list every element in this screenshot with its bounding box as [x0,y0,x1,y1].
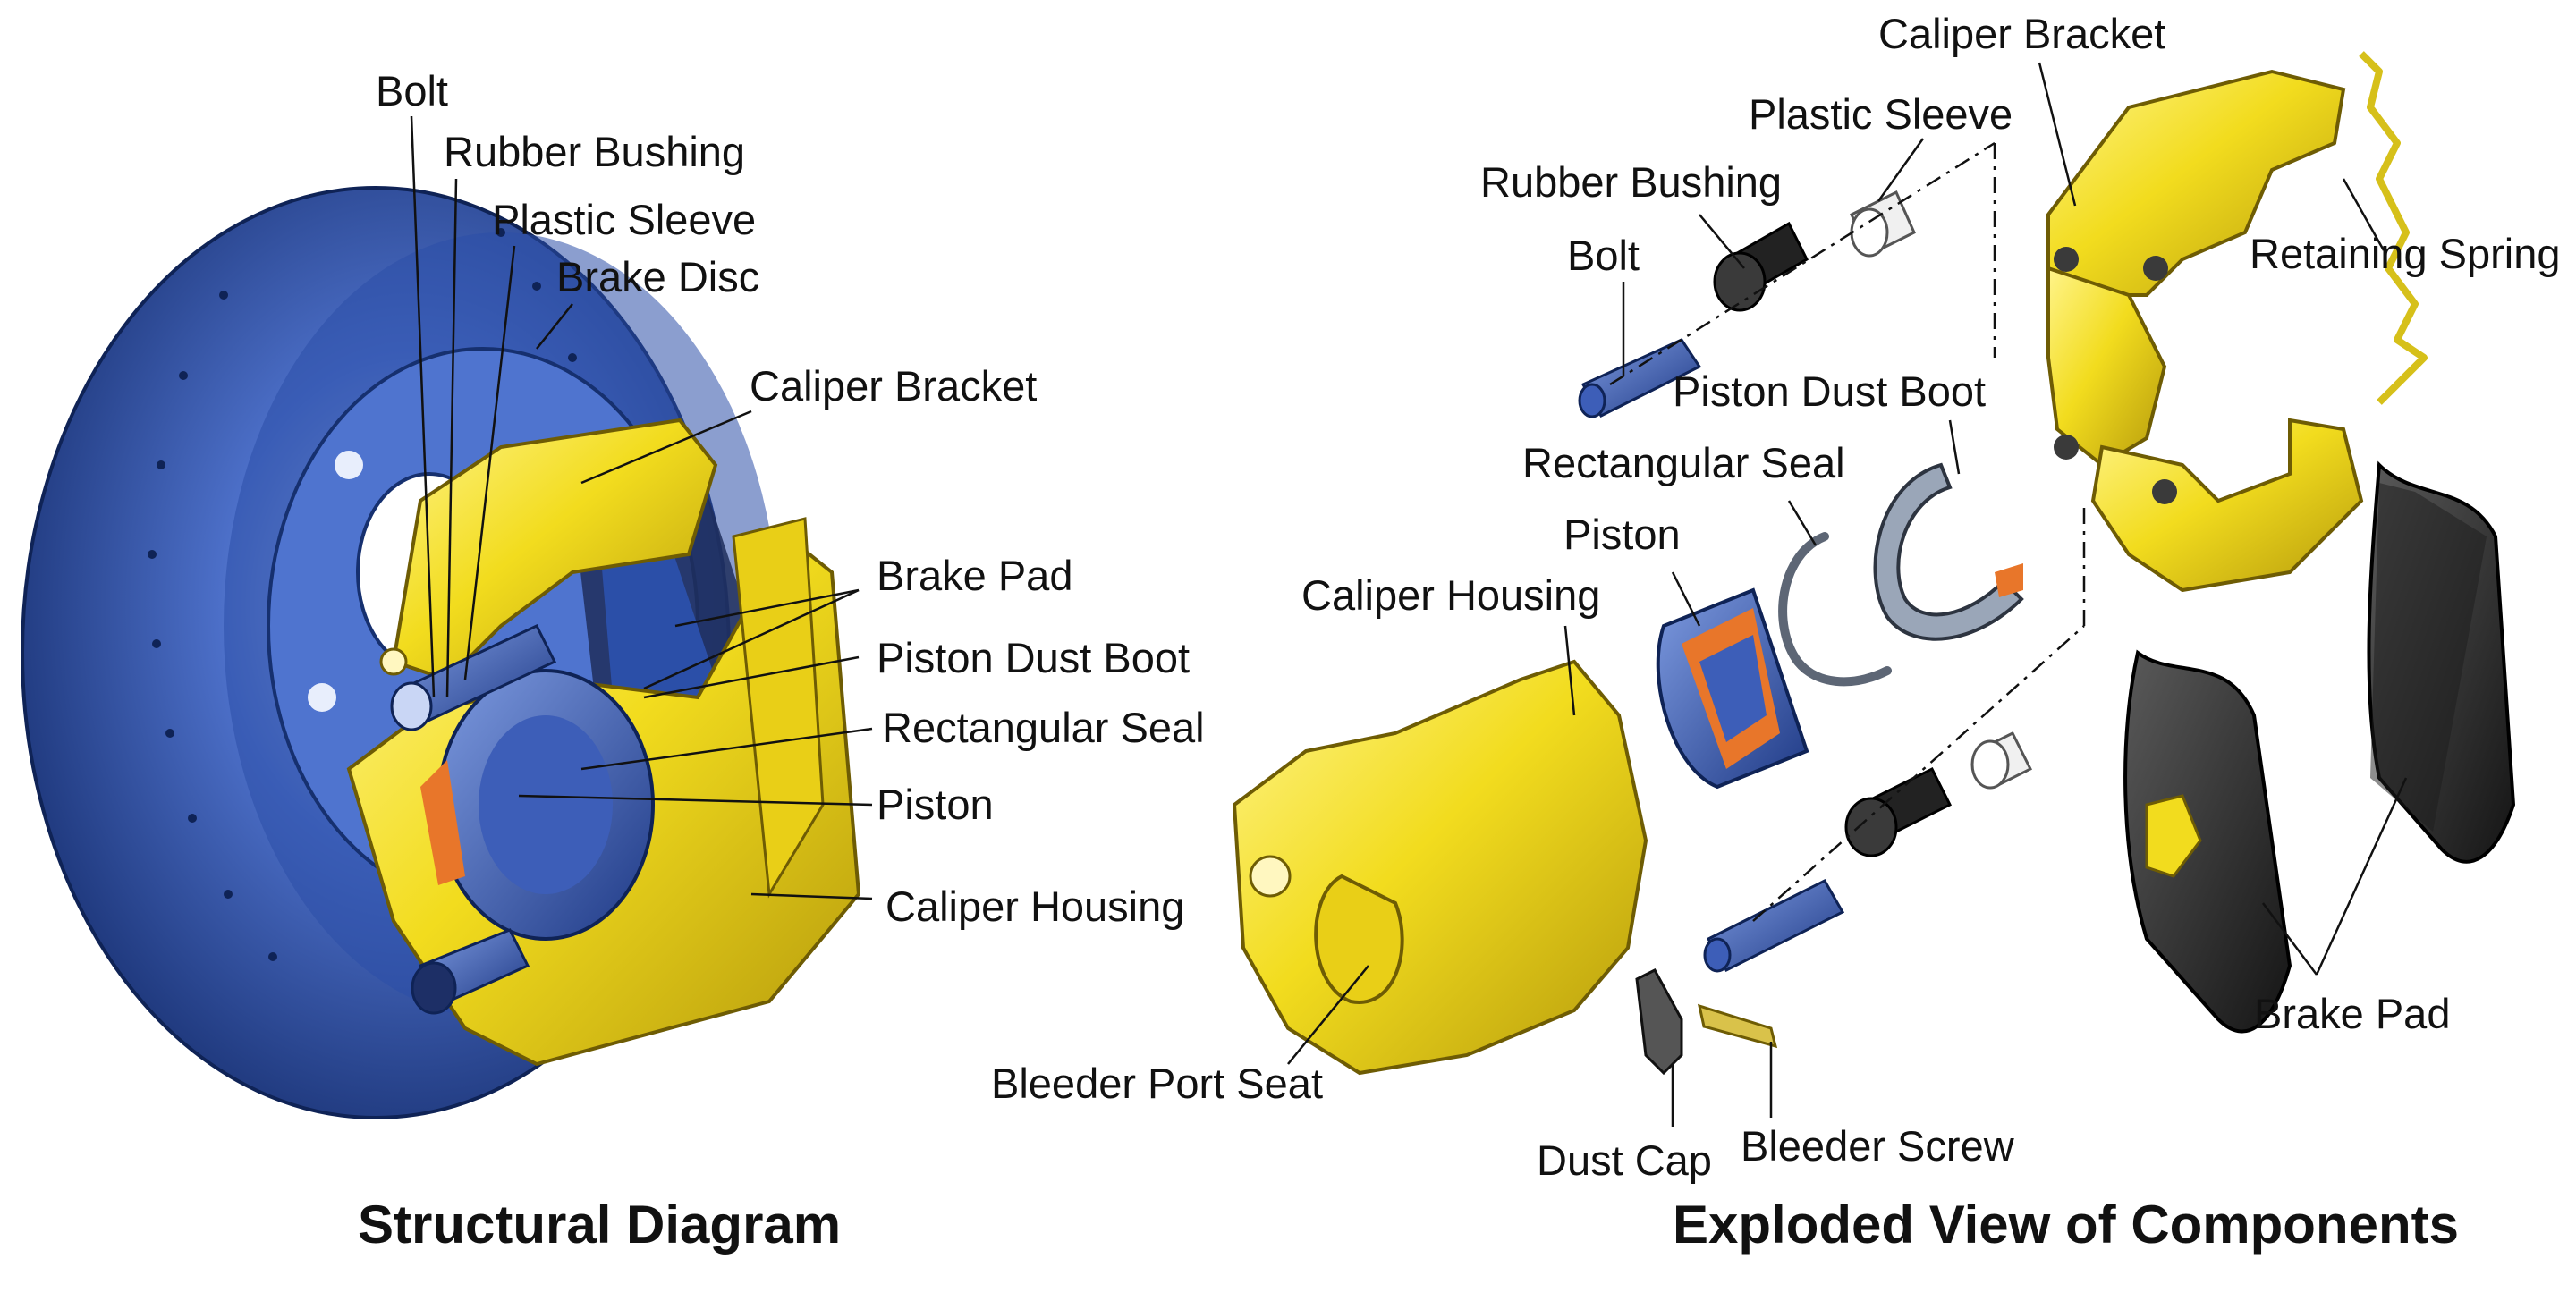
structural-label-brake-pad: Brake Pad [877,552,1073,599]
caliper-bracket-shape [391,418,718,682]
exploded-leader-lines [1287,62,2408,1127]
structural-label-caliper-housing: Caliper Housing [886,883,1185,930]
structural-label-bolt: Bolt [376,67,448,114]
bolt-shapes [390,624,557,1015]
retaining-spring-shape [2359,51,2428,405]
exploded-view-caption: Exploded View of Components [1673,1195,2459,1255]
structural-label-rectangular-seal: Rectangular Seal [882,704,1205,751]
exploded-label-piston: Piston [1563,511,1681,558]
exploded-label-rectangular-seal: Rectangular Seal [1522,439,1845,486]
assembly-guide-lines [1609,141,2086,922]
exploded-label-rubber-bushing: Rubber Bushing [1480,158,1783,206]
dust-cap-shape [1635,968,1683,1076]
structural-assembly [21,186,861,1119]
structural-label-caliper-bracket: Caliper Bracket [750,362,1038,410]
exploded-label-bleeder-screw: Bleeder Screw [1741,1122,2014,1170]
exploded-piston-shape [1656,587,1809,790]
exploded-label-brake-pad: Brake Pad [2254,990,2451,1037]
rectangular-seal-shape [1778,532,1892,687]
structural-label-piston-dust-boot: Piston Dust Boot [877,634,1191,681]
structural-label-rubber-bushing: Rubber Bushing [444,128,746,175]
exploded-label-dust-cap: Dust Cap [1537,1136,1712,1184]
exploded-upper-pin-set [1578,190,1916,418]
exploded-label-bleeder-port-seat: Bleeder Port Seat [991,1060,1323,1107]
exploded-lower-pin-set [1703,731,2033,973]
piston-dust-boot-shape [1873,462,2024,641]
exploded-brake-pads-shape [2123,460,2516,1034]
exploded-label-caliper-bracket: Caliper Bracket [1878,10,2166,57]
exploded-label-bolt: Bolt [1567,232,1640,279]
exploded-caliper-housing-shape [1232,659,1648,1076]
structural-diagram-caption: Structural Diagram [358,1195,842,1255]
structural-label-piston: Piston [877,781,994,828]
structural-label-plastic-sleeve: Plastic Sleeve [492,196,757,243]
exploded-label-caliper-housing: Caliper Housing [1301,571,1601,619]
exploded-label-plastic-sleeve: Plastic Sleeve [1749,90,2013,138]
exploded-label-retaining-spring: Retaining Spring [2250,230,2561,277]
bleeder-screw-shape [1697,1003,1778,1049]
exploded-caliper-bracket-shape [2046,69,2364,593]
structural-label-brake-disc: Brake Disc [556,253,760,300]
exploded-label-piston-dust-boot: Piston Dust Boot [1673,367,1987,415]
structural-leader-lines [410,115,873,900]
